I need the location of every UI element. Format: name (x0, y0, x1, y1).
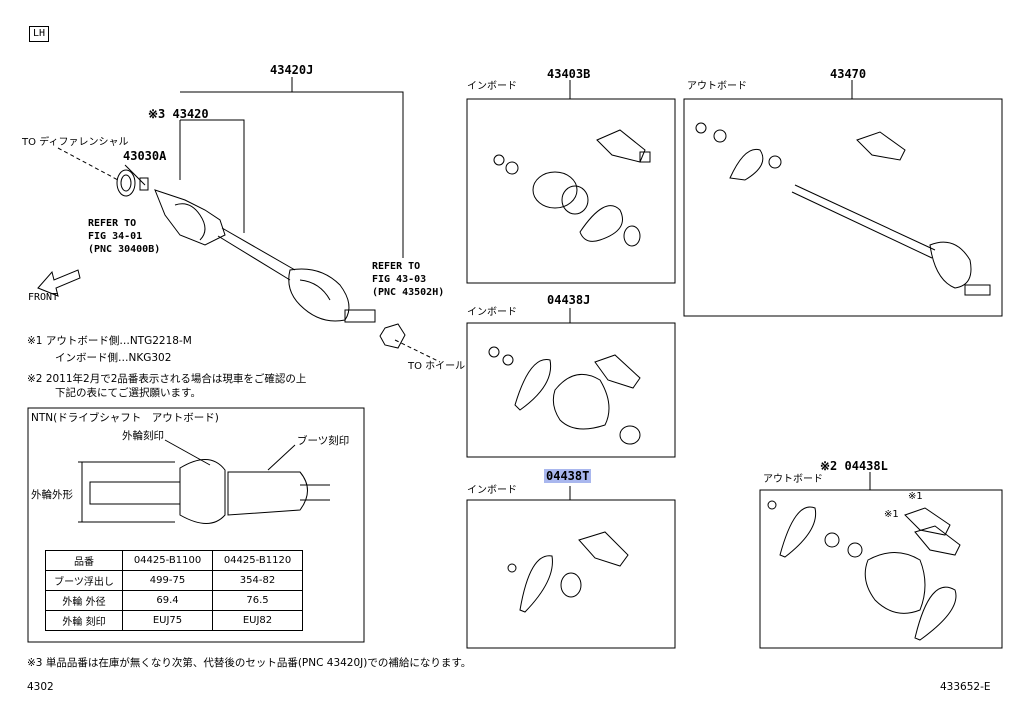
table-cell: 354-82 (212, 570, 303, 591)
lh-tag: LH (29, 26, 50, 42)
part-number-04438l: ※2 04438L (820, 459, 888, 473)
to-differential-label: TO ディファレンシャル (22, 137, 129, 148)
box-43403b (466, 98, 676, 284)
box-04438l (759, 489, 1003, 649)
refer-left-line1: REFER TO (88, 218, 137, 229)
table-cell: EUJ82 (212, 610, 303, 631)
part-number-43470: 43470 (830, 67, 867, 81)
part-number-43403b: 43403B (547, 67, 591, 81)
refer-left-line3: (PNC 30400B) (88, 244, 161, 255)
box-43470 (683, 98, 1003, 317)
refer-right-line1: REFER TO (372, 261, 421, 272)
table-row: ブーツ浮出し 499-75 354-82 (45, 570, 303, 591)
table-header-cell: 04425-B1120 (212, 550, 303, 571)
part-number-04438t[interactable]: 04438T (544, 469, 592, 483)
table-row: 外輪 外径 69.4 76.5 (45, 590, 303, 611)
boot-mark-label: ブーツ刻印 (297, 435, 350, 447)
table-cell: 499-75 (122, 570, 213, 591)
note-3: ※3 単品品番は在庫が無くなり次第、代替後のセット品番(PNC 43420J)で… (27, 657, 472, 669)
outboard-label-1: アウトボード (687, 81, 747, 92)
mark-x1-b: ※1 (884, 509, 899, 520)
refer-right-line2: FIG 43-03 (372, 274, 427, 285)
to-wheel-label: TO ホイール (408, 361, 466, 372)
table-header-cell: 04425-B1100 (122, 550, 213, 571)
part-number-43420: ※3 43420 (148, 107, 209, 121)
refer-right-line3: (PNC 43502H) (372, 287, 445, 298)
figure-id: 433652-E (940, 681, 991, 693)
table-cell: ブーツ浮出し (45, 570, 123, 591)
box-04438t (466, 499, 676, 649)
table-cell: EUJ75 (122, 610, 213, 631)
table-row: 品番 04425-B1100 04425-B1120 (45, 550, 303, 571)
ntn-detail-title: NTN(ドライブシャフト アウトボード) (31, 412, 219, 424)
table-cell: 76.5 (212, 590, 303, 611)
table-cell: 外輪 刻印 (45, 610, 123, 631)
note-1-line2: インボード側…NKG302 (55, 352, 172, 364)
note-1-line1: ※1 アウトボード側…NTG2218-M (27, 335, 192, 347)
note-2-line2: 下記の表にてご選択願います。 (55, 387, 201, 399)
table-row: 外輪 刻印 EUJ75 EUJ82 (45, 610, 303, 631)
table-header-cell: 品番 (45, 550, 123, 571)
note-2-line1: ※2 2011年2月で2品番表示される場合は現車をご確認の上 (27, 373, 307, 385)
outboard-label-2: アウトボード (763, 474, 823, 485)
table-cell: 外輪 外径 (45, 590, 123, 611)
outer-ring-od-label: 外輪外形 (31, 489, 73, 501)
box-ntn-detail (27, 407, 365, 643)
spec-table: 品番 04425-B1100 04425-B1120 ブーツ浮出し 499-75… (45, 550, 303, 631)
part-number-04438j: 04438J (547, 293, 591, 307)
front-label: FRONT (28, 292, 59, 303)
table-cell: 69.4 (122, 590, 213, 611)
inboard-label-1: インボード (467, 81, 517, 92)
outer-ring-mark-label: 外輪刻印 (122, 430, 164, 442)
part-number-43030a: 43030A (123, 149, 167, 163)
inboard-label-2: インボード (467, 307, 517, 318)
box-04438j (466, 322, 676, 458)
mark-x1-a: ※1 (908, 491, 923, 502)
inboard-label-3: インボード (467, 485, 517, 496)
part-number-43420j: 43420J (270, 63, 314, 77)
refer-left-line2: FIG 34-01 (88, 231, 143, 242)
page-number: 4302 (27, 681, 54, 693)
